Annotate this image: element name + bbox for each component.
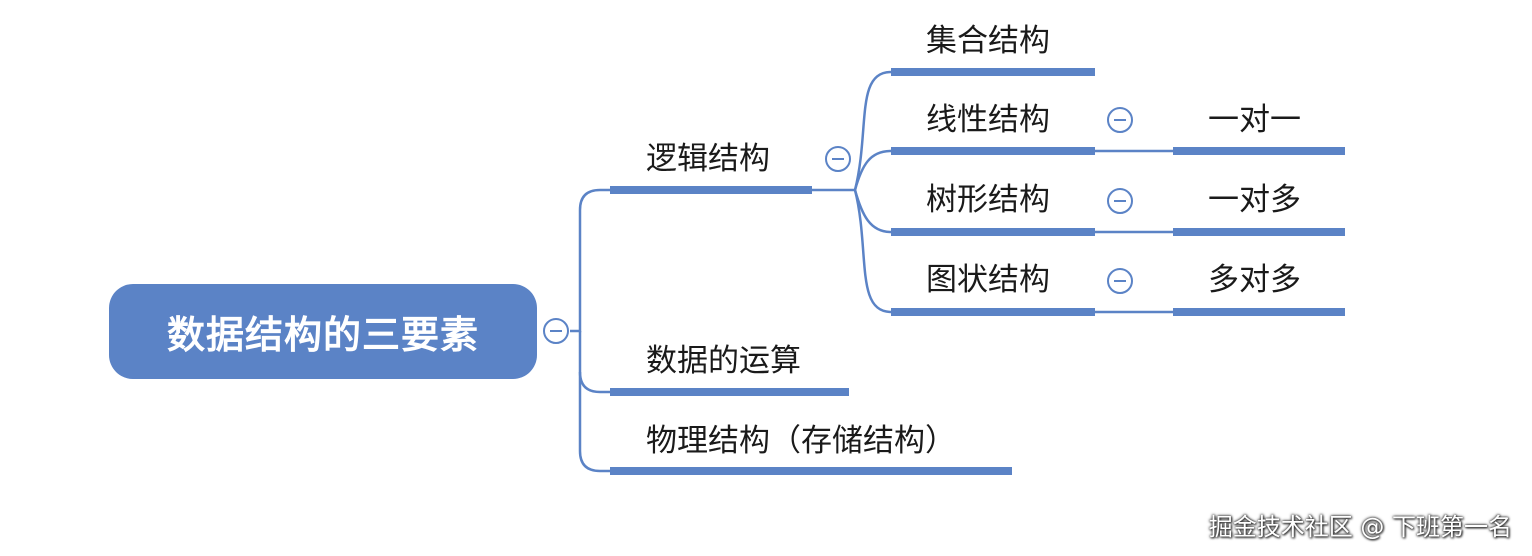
- graph-collapse-icon[interactable]: [1107, 268, 1133, 294]
- connector-logical-graph: [853, 189, 892, 314]
- child-graph-label[interactable]: 图状结构: [926, 262, 1050, 298]
- child-tree-label[interactable]: 树形结构: [926, 182, 1050, 218]
- branch-operations-label[interactable]: 数据的运算: [646, 343, 801, 379]
- root-collapse-icon[interactable]: [543, 318, 569, 344]
- relation-many-to-many-label[interactable]: 多对多: [1208, 262, 1301, 298]
- child-set-underline: [891, 68, 1095, 76]
- branch-physical-label[interactable]: 物理结构（存储结构）: [646, 423, 956, 459]
- child-linear-underline: [891, 147, 1095, 155]
- child-tree-underline: [891, 228, 1095, 236]
- root-node[interactable]: 数据结构的三要素: [109, 284, 537, 379]
- watermark-text: 掘金技术社区 @ 下班第一名: [1208, 513, 1512, 541]
- connector-root-logical: [570, 188, 610, 333]
- branch-logical-label[interactable]: 逻辑结构: [646, 141, 770, 177]
- root-node-label: 数据结构的三要素: [166, 313, 479, 357]
- relation-one-to-many-label[interactable]: 一对多: [1208, 182, 1301, 218]
- relation-one-to-one-underline: [1173, 147, 1345, 155]
- child-set-label[interactable]: 集合结构: [926, 23, 1050, 59]
- branch-operations-underline: [610, 388, 849, 396]
- branch-physical-underline: [610, 467, 1012, 475]
- relation-one-to-one-label[interactable]: 一对一: [1208, 102, 1301, 138]
- connector-root-physical: [578, 372, 610, 473]
- branch-logical-underline: [610, 186, 812, 194]
- child-linear-label[interactable]: 线性结构: [926, 102, 1050, 138]
- tree-collapse-icon[interactable]: [1107, 188, 1133, 214]
- connector-logical-set: [853, 70, 892, 191]
- child-graph-underline: [891, 308, 1095, 316]
- connector-logical-linear: [853, 149, 892, 191]
- relation-many-to-many-underline: [1173, 308, 1345, 316]
- linear-collapse-icon[interactable]: [1107, 107, 1133, 133]
- logical-collapse-icon[interactable]: [825, 146, 851, 172]
- connector-root-operations: [578, 331, 610, 394]
- relation-one-to-many-underline: [1173, 228, 1345, 236]
